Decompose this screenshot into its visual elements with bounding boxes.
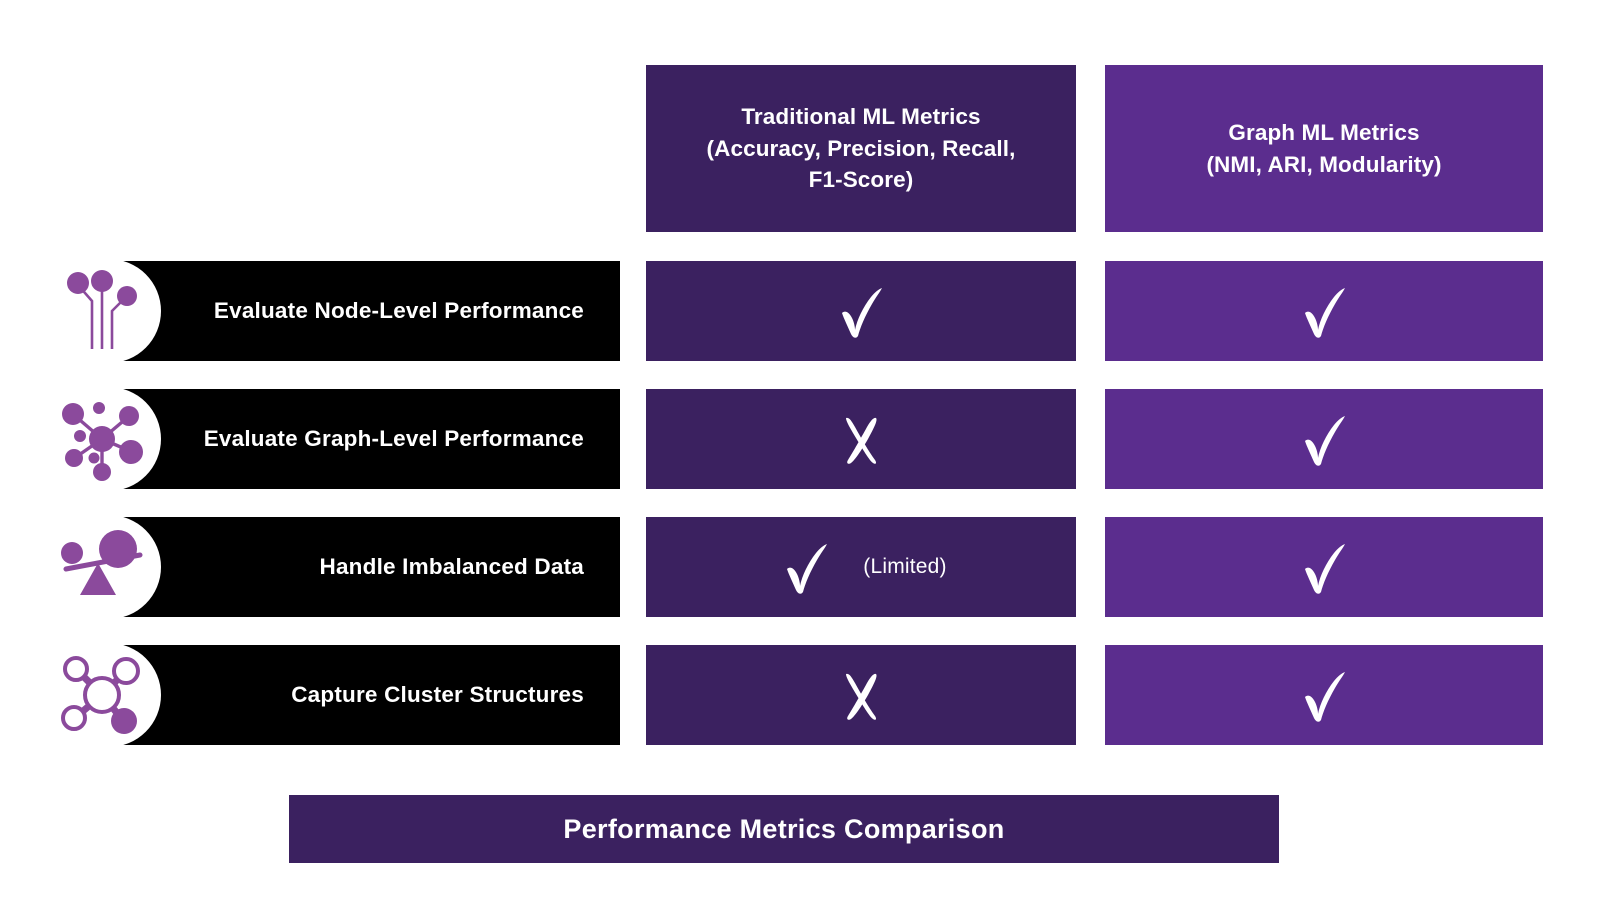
cross-icon — [830, 664, 892, 726]
cell-graph — [1105, 645, 1543, 745]
row-label-bar: Capture Cluster Structures — [57, 643, 620, 747]
table-row: Evaluate Graph-Level Performance — [0, 387, 1600, 491]
footer-title: Performance Metrics Comparison — [563, 813, 1005, 844]
check-icon — [1293, 408, 1355, 470]
cell-traditional — [646, 261, 1076, 361]
cell-note: (Limited) — [863, 555, 947, 578]
table-row: Evaluate Node-Level Performance — [0, 259, 1600, 363]
check-icon — [1293, 664, 1355, 726]
network-hub-icon — [58, 395, 150, 483]
row-label: Capture Cluster Structures — [291, 682, 584, 707]
cross-icon — [830, 408, 892, 470]
unbalanced-scale-icon — [58, 523, 150, 611]
row-label-bar: Handle Imbalanced Data — [57, 515, 620, 619]
cell-graph — [1105, 389, 1543, 489]
molecule-cluster-icon — [58, 651, 150, 739]
cell-graph — [1105, 517, 1543, 617]
check-icon — [775, 536, 837, 598]
column-header-graph-label: Graph ML Metrics (NMI, ARI, Modularity) — [1206, 119, 1442, 177]
row-label-bar: Evaluate Graph-Level Performance — [57, 387, 620, 491]
cell-graph — [1105, 261, 1543, 361]
row-label: Handle Imbalanced Data — [319, 554, 584, 579]
footer-title-bar: Performance Metrics Comparison — [289, 795, 1279, 863]
table-row: Capture Cluster Structures — [0, 643, 1600, 747]
table-row: Handle Imbalanced Data (Limited) — [0, 515, 1600, 619]
check-icon — [1293, 536, 1355, 598]
cell-traditional — [646, 645, 1076, 745]
cell-traditional: (Limited) — [646, 517, 1076, 617]
check-icon — [1293, 280, 1355, 342]
circuit-nodes-icon — [58, 267, 150, 355]
column-header-graph: Graph ML Metrics (NMI, ARI, Modularity) — [1105, 65, 1543, 232]
cell-traditional — [646, 389, 1076, 489]
column-header-traditional-label: Traditional ML Metrics (Accuracy, Precis… — [706, 103, 1016, 193]
column-header-traditional: Traditional ML Metrics (Accuracy, Precis… — [646, 65, 1076, 232]
row-label: Evaluate Graph-Level Performance — [203, 426, 584, 451]
row-label-bar: Evaluate Node-Level Performance — [57, 259, 620, 363]
check-icon — [830, 280, 892, 342]
row-label: Evaluate Node-Level Performance — [213, 298, 584, 323]
